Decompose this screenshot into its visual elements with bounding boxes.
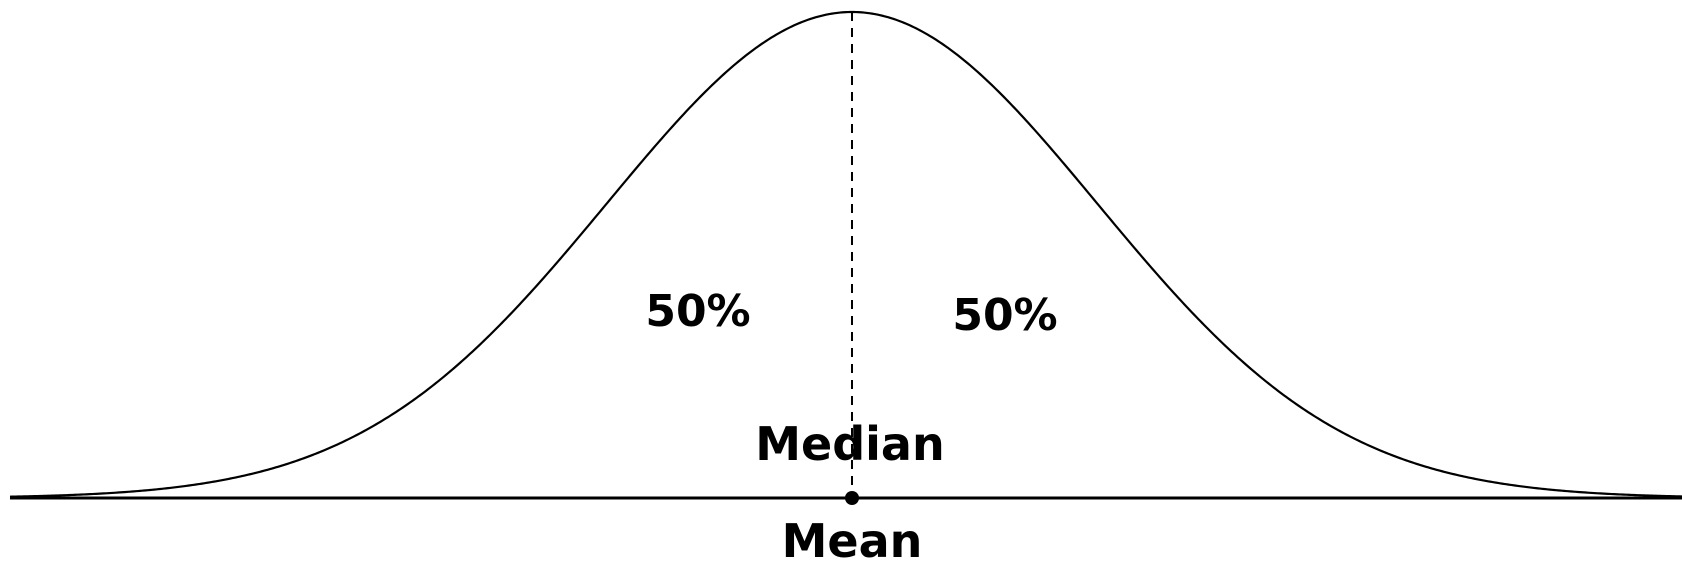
right-region-label: 50% (952, 290, 1057, 341)
bell-curve (9, 10, 1682, 498)
median-label: Median (755, 417, 944, 471)
mean-label: Mean (782, 514, 923, 563)
left-region-label: 50% (645, 286, 750, 337)
mean-point (845, 491, 859, 505)
